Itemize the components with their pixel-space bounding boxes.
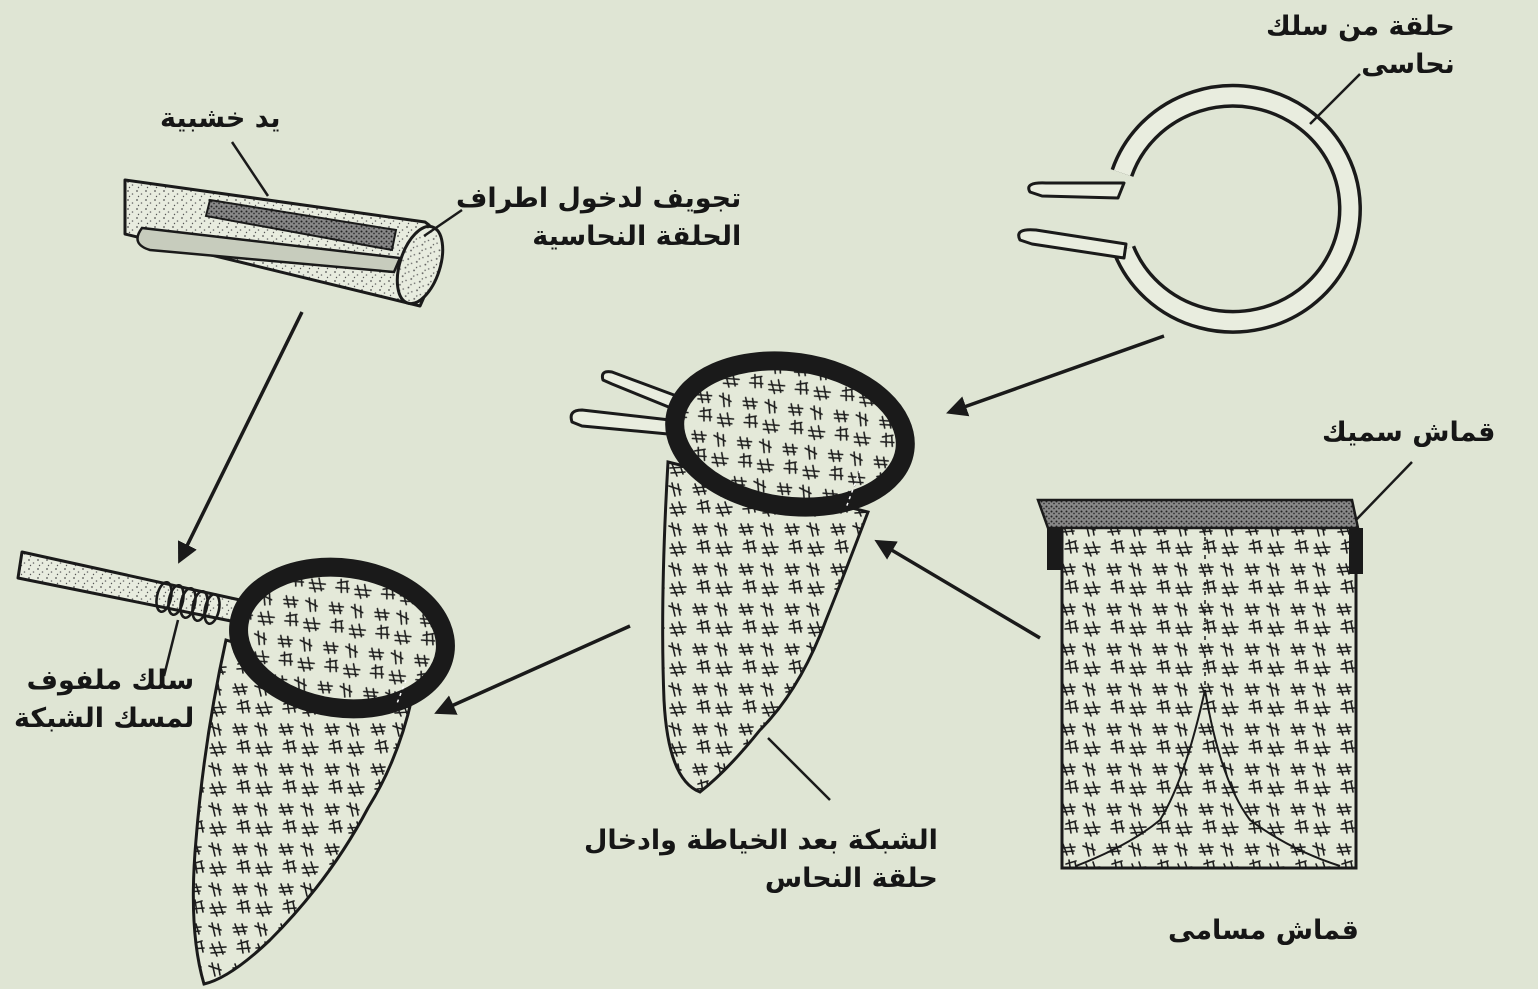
handle-groove-label-line-2: الحلقة النحاسية: [456, 218, 741, 256]
handle-groove-label-line-1: تجويف لدخول اطراف: [456, 180, 741, 218]
arrow-fabric-to-net: [878, 542, 1040, 638]
binding-wire-label: سلك ملفوف لمسك الشبكة: [14, 662, 194, 738]
net-after-sewing-label-line-2: حلقة النحاس: [584, 860, 938, 898]
sewn-net: [571, 347, 915, 800]
binding-wire-label-line-2: لمسك الشبكة: [14, 700, 194, 738]
copper-ring-label: حلقة من سلك نحاسى: [1266, 8, 1455, 84]
arrow-net-to-finished: [438, 626, 630, 712]
arrow-ring-to-net: [950, 336, 1164, 412]
arrow-handle-to-finished: [180, 312, 302, 560]
binding-wire-label-line-1: سلك ملفوف: [14, 662, 194, 700]
copper-ring-label-line-2: نحاسى: [1266, 46, 1455, 84]
wooden-handle: [124, 142, 462, 309]
handle-groove-label: تجويف لدخول اطراف الحلقة النحاسية: [456, 180, 741, 256]
copper-ring-label-line-1: حلقة من سلك: [1266, 8, 1455, 46]
net-after-sewing-label-line-1: الشبكة بعد الخياطة وادخال: [584, 822, 938, 860]
porous-fabric-piece: [1038, 462, 1412, 868]
copper-ring: [1019, 74, 1360, 322]
porous-fabric-label: قماش مسامى: [1168, 912, 1359, 950]
thick-fabric-label: قماش سميك: [1322, 414, 1495, 452]
wooden-handle-label: يد خشبية: [160, 100, 281, 138]
net-after-sewing-label: الشبكة بعد الخياطة وادخال حلقة النحاس: [584, 822, 938, 898]
finished-net: [18, 552, 455, 984]
